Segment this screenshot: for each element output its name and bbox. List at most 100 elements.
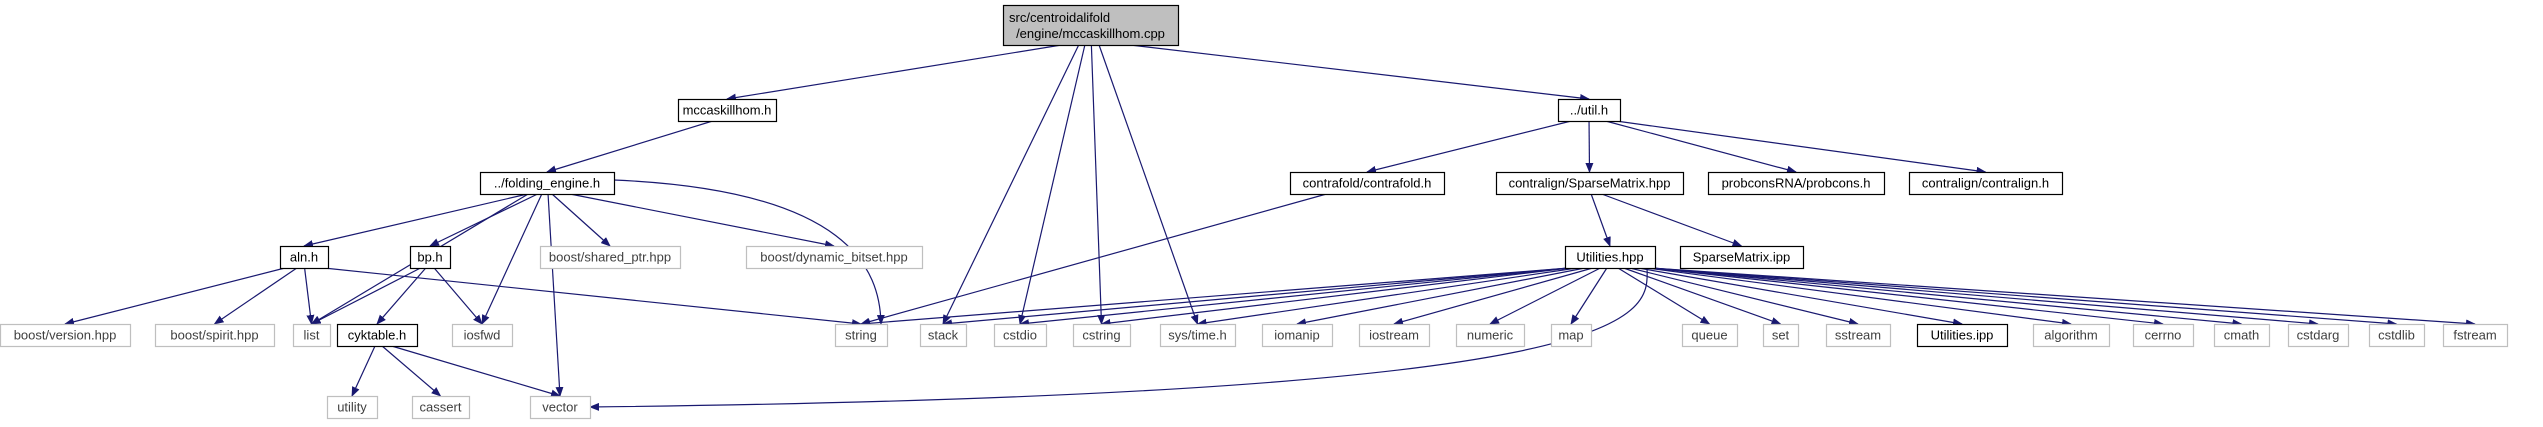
node-label: set xyxy=(1772,328,1790,343)
node-box xyxy=(1289,171,1446,196)
node-box xyxy=(1002,4,1180,47)
node-label: iosfwd xyxy=(464,328,501,343)
edge-root-to-util-h xyxy=(1130,44,1590,102)
edge-aln-h-to-string xyxy=(323,267,862,328)
node-label: boost/version.hpp xyxy=(14,328,117,343)
node-label: mccaskillhom.h xyxy=(683,103,772,118)
node-box xyxy=(326,395,379,420)
node-stack: stack xyxy=(919,323,968,348)
node-contralign-h[interactable]: contralign/contralign.h xyxy=(1908,171,2064,196)
node-box xyxy=(1908,171,2064,196)
node-bp-h[interactable]: bp.h xyxy=(409,245,452,270)
node-cstdio: cstdio xyxy=(993,323,1048,348)
edge-bp-h-to-iosfwd xyxy=(433,267,483,325)
edge-cyktable-h-to-vector xyxy=(391,345,561,398)
node-box xyxy=(677,98,778,123)
node-box xyxy=(1679,245,1805,270)
node-box xyxy=(1072,323,1132,348)
node-box xyxy=(1358,323,1431,348)
node-box xyxy=(1159,323,1237,348)
edge-utilities-hpp-to-utilities-ipp xyxy=(1638,267,1963,327)
node-box xyxy=(336,323,419,348)
node-util-h[interactable]: ../util.h xyxy=(1557,98,1622,123)
node-box xyxy=(2213,323,2271,348)
node-sparsematrix-hpp[interactable]: contralign/SparseMatrix.hpp xyxy=(1495,171,1685,196)
node-label: cerrno xyxy=(2145,328,2182,343)
node-label: probconsRNA/probcons.h xyxy=(1722,176,1871,191)
node-label: boost/shared_ptr.hpp xyxy=(549,250,671,265)
node-utilities-hpp[interactable]: Utilities.hpp xyxy=(1564,245,1657,270)
node-box xyxy=(834,323,889,348)
edge-utilities-hpp-to-algorithm xyxy=(1646,267,2072,327)
node-label: aln.h xyxy=(290,250,318,265)
node-set: set xyxy=(1762,323,1800,348)
node-utilities-ipp[interactable]: Utilities.ipp xyxy=(1916,323,2009,348)
node-label: stack xyxy=(928,328,959,343)
node-probcons-h[interactable]: probconsRNA/probcons.h xyxy=(1707,171,1886,196)
edge-utilities-hpp-to-sstream xyxy=(1629,267,1859,326)
node-label: cyktable.h xyxy=(348,328,407,343)
node-box xyxy=(0,323,132,348)
node-boost-spirit: boost/spirit.hpp xyxy=(154,323,276,348)
edge-aln-h-to-boost-spirit xyxy=(213,267,298,325)
edge-aln-h-to-boost-version xyxy=(64,267,286,326)
node-iostream: iostream xyxy=(1358,323,1431,348)
node-label: Utilities.hpp xyxy=(1576,250,1643,265)
node-box xyxy=(745,245,924,270)
node-box xyxy=(919,323,968,348)
edge-root-to-sys-time xyxy=(1098,44,1199,325)
edge-utilities-hpp-to-set xyxy=(1623,267,1782,325)
node-label: algorithm xyxy=(2044,328,2097,343)
node-box xyxy=(1681,323,1739,348)
node-label: string xyxy=(845,328,877,343)
node-box xyxy=(411,395,471,420)
node-label: cstdarg xyxy=(2297,328,2340,343)
node-dynamic-bitset: boost/dynamic_bitset.hpp xyxy=(745,245,924,270)
node-contrafold-h[interactable]: contrafold/contrafold.h xyxy=(1289,171,1446,196)
node-cyktable-h[interactable]: cyktable.h xyxy=(336,323,419,348)
node-box xyxy=(1557,98,1622,123)
node-label: map xyxy=(1558,328,1583,343)
node-root: src/centroidalifold/engine/mccaskillhom.… xyxy=(1002,4,1180,47)
node-box xyxy=(1495,171,1685,196)
edge-utilities-hpp-to-cstdarg xyxy=(1650,267,2319,328)
edge-sparsematrix-hpp-to-sparsematrix-ipp xyxy=(1601,193,1743,247)
edge-utilities-hpp-to-cstring xyxy=(1100,267,1570,327)
edge-sparsematrix-hpp-to-utilities-hpp xyxy=(1590,193,1611,247)
node-label: src/centroidalifold xyxy=(1009,10,1110,25)
node-shared-ptr: boost/shared_ptr.hpp xyxy=(539,245,682,270)
edge-utilities-hpp-to-map xyxy=(1570,267,1608,325)
node-mccaskillhom-h[interactable]: mccaskillhom.h xyxy=(677,98,778,123)
node-label: cassert xyxy=(420,400,462,415)
node-sparsematrix-ipp[interactable]: SparseMatrix.ipp xyxy=(1679,245,1805,270)
edge-cyktable-h-to-utility xyxy=(351,345,376,397)
edge-root-to-cstring xyxy=(1090,44,1106,325)
edge-folding-engine-h-to-string xyxy=(613,179,885,325)
node-box xyxy=(279,245,330,270)
edge-utilities-hpp-to-cerrno xyxy=(1650,267,2164,327)
node-label: fstream xyxy=(2453,328,2496,343)
node-list: list xyxy=(292,323,332,348)
edge-cyktable-h-to-cassert xyxy=(381,345,442,397)
edge-bp-h-to-cyktable-h xyxy=(376,267,427,325)
node-label: queue xyxy=(1691,328,1727,343)
node-box xyxy=(993,323,1048,348)
node-label: sys/time.h xyxy=(1168,328,1227,343)
node-algorithm: algorithm xyxy=(2032,323,2111,348)
node-label: vector xyxy=(542,400,578,415)
node-box xyxy=(2287,323,2350,348)
node-box xyxy=(154,323,276,348)
edge-utilities-hpp-to-cmath xyxy=(1650,267,2243,328)
node-box xyxy=(539,245,682,270)
node-label: Utilities.ipp xyxy=(1931,328,1994,343)
node-sys-time: sys/time.h xyxy=(1159,323,1237,348)
edge-utilities-hpp-to-fstream xyxy=(1650,267,2476,328)
node-folding-engine-h[interactable]: ../folding_engine.h xyxy=(479,171,616,196)
node-box xyxy=(1707,171,1886,196)
node-box xyxy=(409,245,452,270)
edge-folding-engine-h-to-shared-ptr xyxy=(551,193,611,247)
node-label: cstdio xyxy=(1003,328,1037,343)
node-fstream: fstream xyxy=(2442,323,2509,348)
node-aln-h[interactable]: aln.h xyxy=(279,245,330,270)
node-cstdlib: cstdlib xyxy=(2368,323,2426,348)
